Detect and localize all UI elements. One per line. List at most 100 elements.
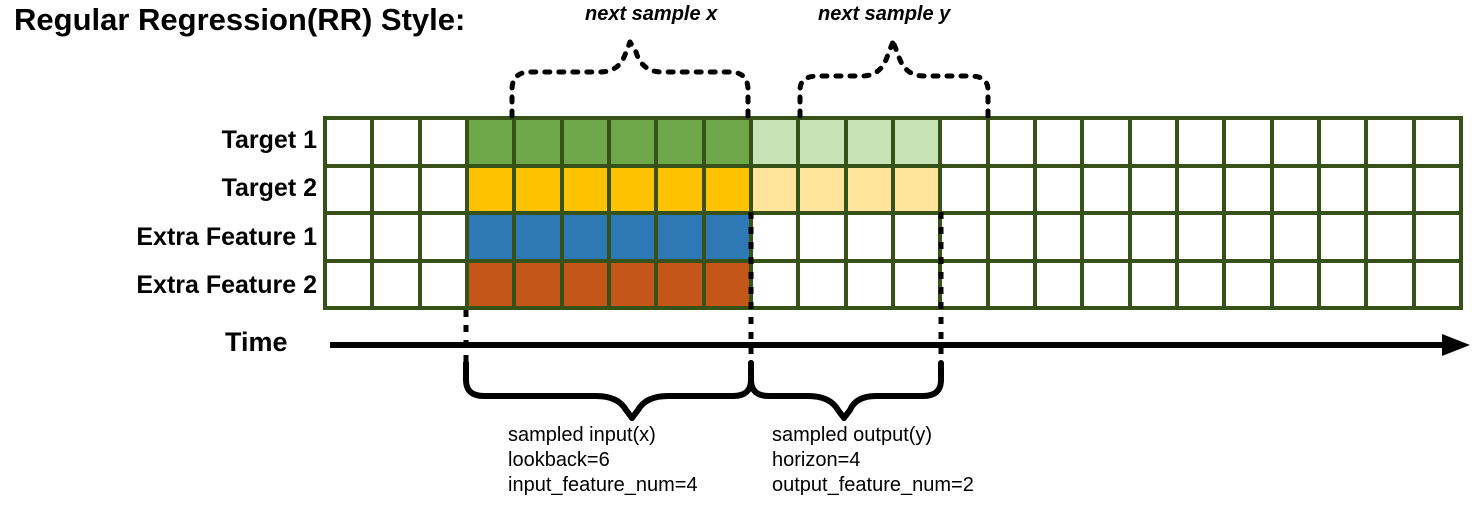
grid-cell-blank [421,167,465,211]
caption-output-line-2: horizon=4 [772,449,861,471]
grid-cell-output [894,120,939,164]
grid-cell-blank [847,262,891,306]
grid-cell-blank [800,262,844,306]
caption-output-line-1: sampled output(y) [772,424,933,446]
time-axis-arrow [330,334,1470,356]
grid-row [327,215,1459,259]
grid-cell-blank [1178,262,1223,306]
grid-cell-blank [1368,215,1412,259]
grid-cell-input [516,215,560,259]
grid-cell-input [468,215,513,259]
grid-cell-blank [800,215,844,259]
grid-cell-input [610,167,655,211]
grid-cell-blank [1084,120,1128,164]
grid-cell-blank [374,120,418,164]
grid-cell-blank [942,262,986,306]
grid-cell-blank [894,215,939,259]
grid-cell-blank [327,215,371,259]
grid-cell-input [563,120,607,164]
grid-cell-blank [421,120,465,164]
grid-cell-blank [1131,215,1175,259]
grid-cell-input [705,262,749,306]
annotation-next-sample-x: next sample x [585,3,718,25]
grid-cell-blank [1368,167,1412,211]
grid-cell-blank [1415,120,1459,164]
caption-sampled-output: sampled output(y) horizon=4 output_featu… [772,423,974,498]
grid-cell-output [752,167,797,211]
grid-cell-input [563,167,607,211]
caption-output-line-3: output_feature_num=2 [772,474,974,496]
grid-cell-input [610,120,655,164]
grid-cell-blank [1415,215,1459,259]
grid-cell-blank [1036,215,1081,259]
grid-cell-output [847,120,891,164]
row-label-extra-feature-2: Extra Feature 2 [136,271,317,299]
grid-cell-blank [989,262,1033,306]
grid-cell-blank [1320,120,1365,164]
grid-cell-blank [1273,215,1317,259]
grid-cell-blank [989,215,1033,259]
grid-cell-blank [1036,262,1081,306]
grid-row [327,262,1459,306]
grid-cell-blank [1178,120,1223,164]
timeline-grid [323,116,1463,310]
grid-cell-blank [327,167,371,211]
grid-cell-blank [374,262,418,306]
grid-cell-blank [1226,262,1270,306]
grid-cell-blank [421,215,465,259]
grid-cell-blank [1178,215,1223,259]
row-label-extra-feature-1: Extra Feature 1 [136,223,317,251]
grid-cell-input [516,262,560,306]
grid-cell-blank [1226,167,1270,211]
brace-top-input [509,39,751,119]
grid-cell-input [705,167,749,211]
grid-cell-blank [1368,120,1412,164]
brace-top-output [797,39,991,119]
grid-row [327,167,1459,211]
row-label-target-2: Target 2 [221,174,317,202]
grid-cell-blank [894,262,939,306]
grid-cell-input [705,120,749,164]
grid-cell-blank [942,120,986,164]
grid-cell-blank [1273,120,1317,164]
grid-cell-blank [374,215,418,259]
grid-cell-output [847,167,891,211]
grid-cell-blank [1084,215,1128,259]
grid-cell-input [658,262,702,306]
grid-cell-output [800,120,844,164]
grid-cell-blank [847,215,891,259]
grid-cell-input [610,215,655,259]
brace-bottom-input [463,360,754,421]
grid-cell-blank [1320,262,1365,306]
grid-cell-blank [1131,167,1175,211]
grid-cell-input [658,215,702,259]
grid-cell-input [705,215,749,259]
time-axis-label: Time [225,327,288,357]
grid-cell-blank [1320,215,1365,259]
grid-cell-output [752,120,797,164]
grid-cell-input [516,167,560,211]
grid-cell-blank [1415,167,1459,211]
grid-cell-blank [421,262,465,306]
grid-cell-blank [1084,167,1128,211]
grid-cell-blank [327,120,371,164]
grid-cell-output [800,167,844,211]
caption-sampled-input: sampled input(x) lookback=6 input_featur… [508,423,698,498]
grid-cell-blank [1036,167,1081,211]
grid-cell-input [468,167,513,211]
grid-cell-blank [1273,167,1317,211]
grid-cell-blank [1226,215,1270,259]
grid-cell-blank [942,167,986,211]
grid-cell-blank [1415,262,1459,306]
grid-cell-output [894,167,939,211]
grid-cell-input [563,215,607,259]
grid-cell-blank [1036,120,1081,164]
caption-input-line-2: lookback=6 [508,449,610,471]
grid-cell-blank [989,120,1033,164]
grid-cell-blank [1368,262,1412,306]
grid-cell-input [468,262,513,306]
grid-cell-blank [1131,262,1175,306]
grid-cell-input [516,120,560,164]
grid-cell-blank [989,167,1033,211]
